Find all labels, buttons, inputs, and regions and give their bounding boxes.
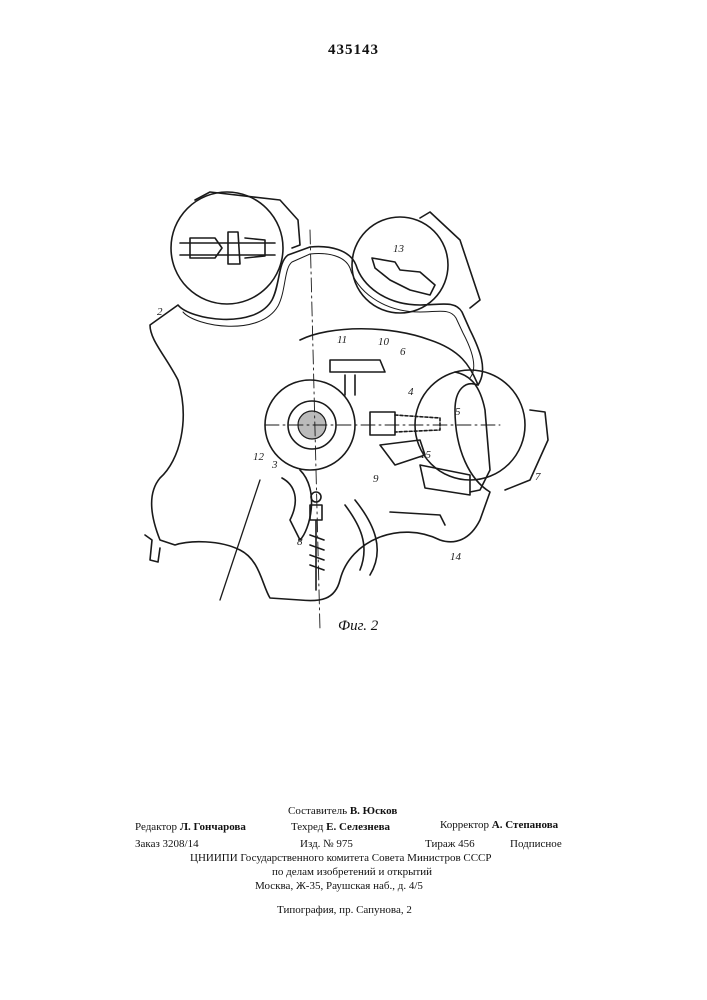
circulation: Тираж 456 bbox=[425, 838, 475, 850]
ref-2: 2 bbox=[157, 306, 163, 318]
ref-5: 5 bbox=[455, 406, 461, 418]
corrector-line: Корректор А. Степанова bbox=[440, 819, 558, 831]
pocket-disk-top-left bbox=[171, 192, 283, 304]
editor-name: Л. Гончарова bbox=[180, 821, 246, 833]
organization-line-2: по делам изобретений и открытий bbox=[272, 866, 432, 878]
printer: Типография, пр. Сапунова, 2 bbox=[277, 904, 412, 916]
ref-9: 9 bbox=[373, 473, 379, 485]
compiler-line: Составитель В. Юсков bbox=[288, 805, 397, 817]
order-number: Заказ 3208/14 bbox=[135, 838, 199, 850]
corrector-label: Корректор bbox=[440, 819, 489, 831]
techred-line: Техред Е. Селезнева bbox=[291, 821, 390, 833]
figure-caption: Фиг. 2 bbox=[338, 618, 378, 635]
ref-15: 15 bbox=[420, 449, 432, 461]
ref-11: 11 bbox=[337, 334, 347, 346]
corrector-name: А. Степанова bbox=[492, 819, 558, 831]
compiler-label: Составитель bbox=[288, 805, 347, 817]
ref-13: 13 bbox=[393, 243, 405, 255]
ref-10: 10 bbox=[378, 336, 390, 348]
editor-label: Редактор bbox=[135, 821, 177, 833]
ref-12: 12 bbox=[253, 451, 265, 463]
ref-8: 8 bbox=[297, 536, 303, 548]
compiler-name: В. Юсков bbox=[350, 805, 397, 817]
ref-3: 3 bbox=[271, 459, 278, 471]
address: Москва, Ж-35, Раушская наб., д. 4/5 bbox=[255, 880, 423, 892]
techred-label: Техред bbox=[291, 821, 323, 833]
ref-14: 14 bbox=[450, 551, 462, 563]
editor-line: Редактор Л. Гончарова bbox=[135, 821, 246, 833]
ref-4: 4 bbox=[408, 386, 414, 398]
organization-line-1: ЦНИИПИ Государственного комитета Совета … bbox=[190, 852, 492, 864]
pocket-disk-top-right bbox=[352, 217, 448, 313]
ref-7: 7 bbox=[535, 471, 541, 483]
ref-6: 6 bbox=[400, 346, 406, 358]
techred-name: Е. Селезнева bbox=[326, 821, 390, 833]
subscription: Подписное bbox=[510, 838, 562, 850]
edition-number: Изд. № 975 bbox=[300, 838, 353, 850]
